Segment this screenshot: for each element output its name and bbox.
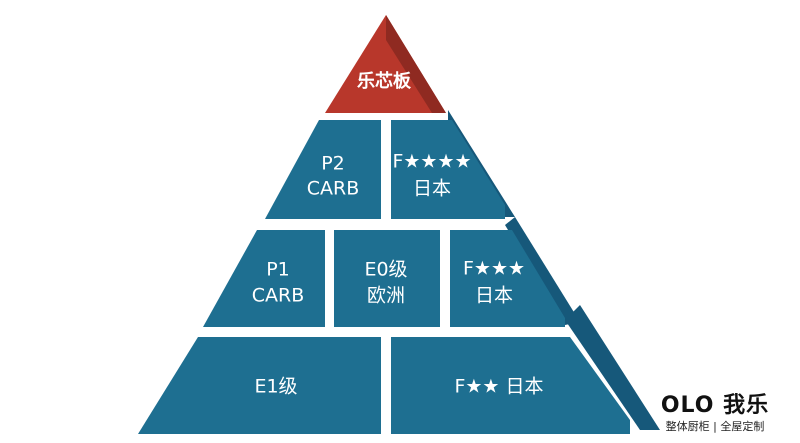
tier2-left-line2: CARB xyxy=(307,178,360,200)
tier2-right-line2: 日本 xyxy=(413,178,451,200)
pyramid-side-tier2 xyxy=(448,110,515,217)
tier2-right-line1: F★★★★ xyxy=(392,151,471,173)
pyramid-side-tier3 xyxy=(505,217,580,325)
tier3-left-line2: CARB xyxy=(252,285,305,307)
tier3-mid-line2: 欧洲 xyxy=(367,285,405,307)
tier3-right-block xyxy=(450,230,565,327)
tier3-right-line2: 日本 xyxy=(475,285,513,307)
brand-tagline: 整体厨柜 | 全屋定制 xyxy=(665,420,765,433)
tier3-left-block xyxy=(203,230,325,327)
tier4-left-line1: E1级 xyxy=(254,376,297,398)
tier4-right-line1: F★★ 日本 xyxy=(454,376,543,398)
tier2-left-block xyxy=(265,120,381,219)
pyramid-top-side xyxy=(386,15,446,113)
tier2-left-line1: P2 xyxy=(321,153,345,175)
pyramid-top-block xyxy=(325,15,446,113)
tier3-mid-line1: E0级 xyxy=(364,259,407,281)
tier4-right-block xyxy=(391,337,630,434)
brand-logo-block: OLO 我乐 整体厨柜 | 全屋定制 xyxy=(640,394,790,434)
pyramid-side-tier4 xyxy=(565,305,660,430)
tier2-right-block xyxy=(391,120,505,219)
tier4-left-block xyxy=(138,337,381,434)
tier3-right-line1: F★★★ xyxy=(463,258,525,280)
brand-logo: OLO 我乐 xyxy=(660,393,770,418)
top-block-label: 乐芯板 xyxy=(357,70,412,92)
tier3-mid-block xyxy=(334,230,440,327)
tier3-left-line1: P1 xyxy=(266,259,290,281)
